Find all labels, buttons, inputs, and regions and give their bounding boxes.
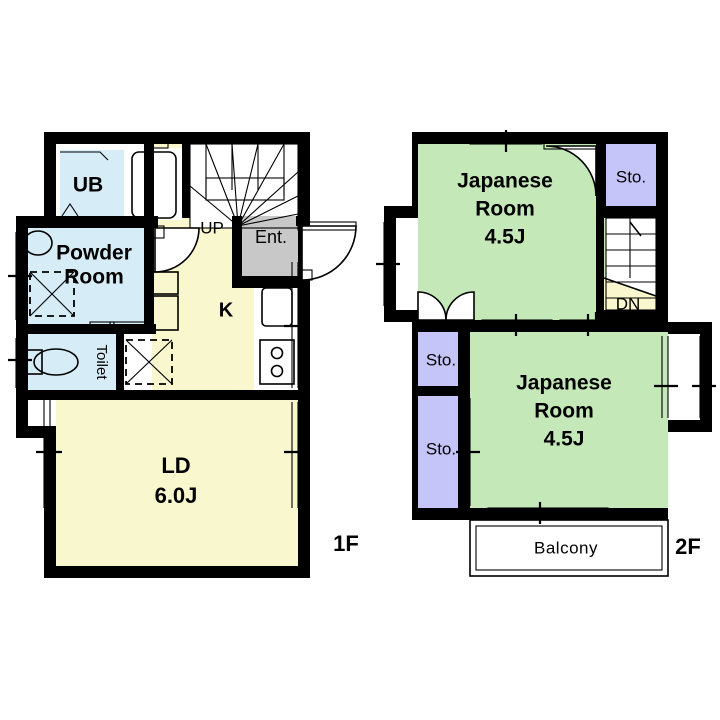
window-icon [8, 232, 308, 508]
label-entrance: Ent. [255, 227, 287, 247]
balcony-outline [469, 519, 669, 577]
label-ub: UB [73, 174, 103, 197]
1f-room-fills [28, 144, 298, 566]
appliance-space-icon [125, 339, 173, 385]
label-ld-line1: LD [161, 453, 190, 478]
staircase-2f-icon [599, 217, 657, 311]
1f-partitions [28, 144, 310, 400]
label-powder-line1: Powder [56, 242, 132, 265]
bathtub-icon [131, 141, 177, 219]
entrance-door-icon [297, 221, 357, 281]
window-2f-icon [376, 130, 716, 524]
label-sto-west-lower: Sto. [426, 439, 456, 458]
label-floor-1f: 1F [333, 531, 359, 556]
kitchen-sink-icon [261, 287, 293, 327]
room-fill-powder [28, 228, 144, 324]
sliding-door-icon [89, 321, 251, 400]
label-japanese-south-line3: 4.5J [544, 428, 585, 451]
1f-wall-mass [16, 132, 310, 578]
washing-machine-space-icon [29, 271, 75, 317]
toilet-bowl-icon [25, 348, 79, 376]
label-toilet: Toilet [93, 344, 110, 380]
2f-room-fills [418, 144, 700, 508]
label-ld-line2: 6.0J [155, 483, 198, 508]
room-fill-sto-ne [606, 144, 656, 206]
room-fill-ld [56, 400, 298, 566]
label-dn: DN [616, 294, 641, 313]
label-floor-2f: 2F [675, 534, 701, 559]
room-fill-stair-area [190, 144, 298, 228]
label-japanese-north-line2: Room [475, 198, 535, 221]
label-up: UP [200, 218, 224, 237]
label-japanese-north-line3: 4.5J [485, 226, 526, 249]
floor-1f-group: Toilet [8, 132, 359, 578]
ub-door-icon [60, 151, 109, 217]
room-fill-japanese-north [418, 144, 606, 320]
label-japanese-south-line2: Room [534, 400, 594, 423]
label-sto-west-upper: Sto. [426, 350, 456, 369]
cabinet-icon [149, 271, 179, 331]
room-fill-entrance [240, 216, 298, 276]
japanese-room-north-double-door-icon [417, 291, 475, 321]
label-powder-line2: Room [64, 266, 124, 289]
staircase-icon [189, 143, 299, 229]
room-fill-ub [60, 150, 124, 218]
label-kitchen: K [219, 299, 234, 321]
label-japanese-north-line1: Japanese [457, 170, 553, 193]
label-japanese-south-line1: Japanese [516, 372, 612, 395]
room-fill-japanese-south [470, 332, 668, 508]
label-sto-ne: Sto. [616, 167, 646, 186]
room-fill-bumpout [668, 334, 700, 420]
japanese-room-north-door-icon [543, 141, 599, 197]
stove-burners-icon [259, 339, 295, 385]
washbasin-icon [23, 230, 53, 256]
label-balcony: Balcony [534, 538, 598, 557]
floor-2f-group: DN [376, 130, 716, 577]
